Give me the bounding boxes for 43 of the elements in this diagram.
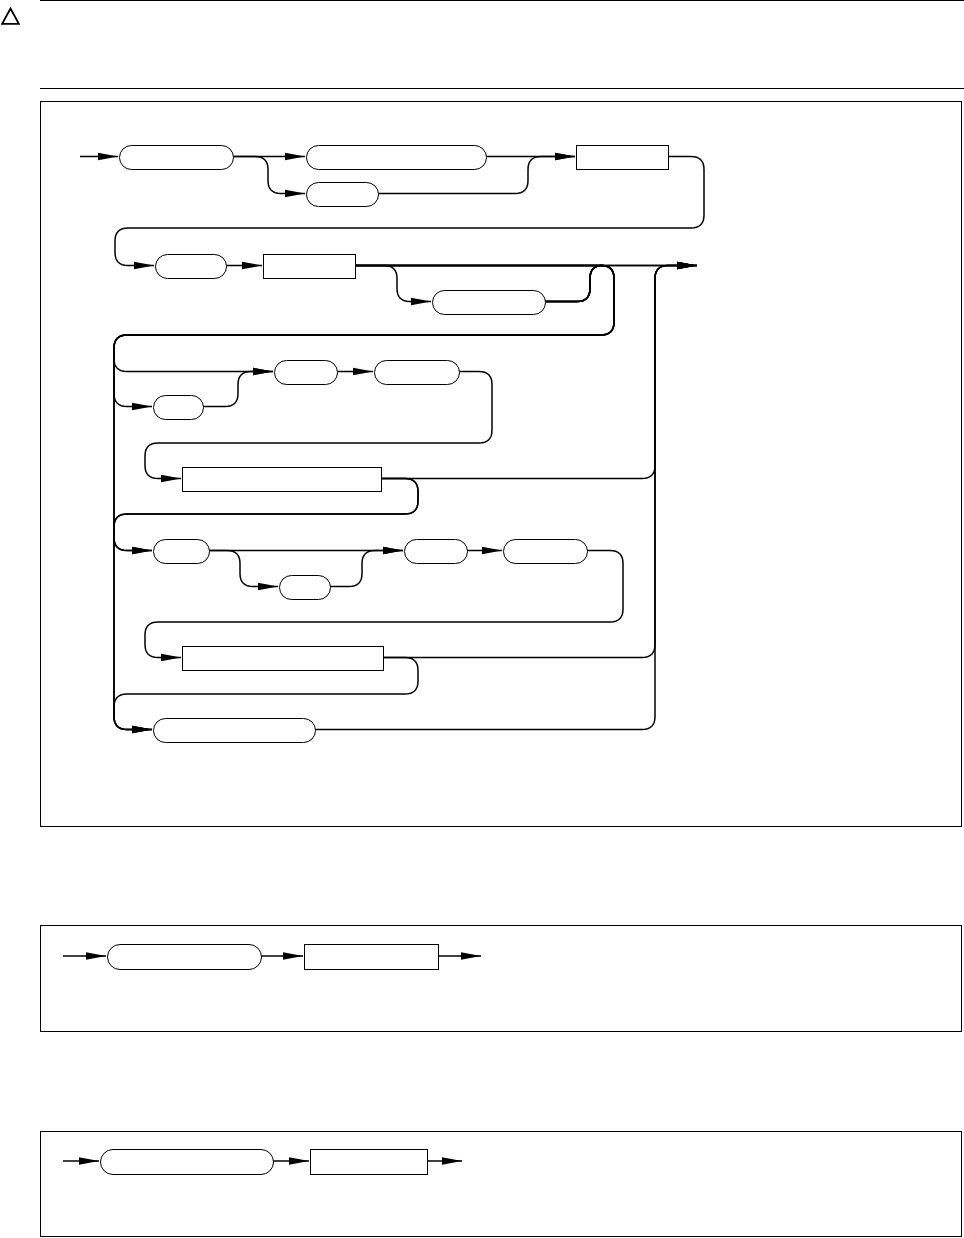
diagram-panel [40, 925, 962, 1032]
rounded-box [153, 395, 204, 420]
rounded-box [100, 1149, 274, 1175]
arrow [466, 546, 503, 555]
arrow [426, 1157, 463, 1165]
rounded-box [107, 944, 262, 970]
rounded-box [404, 539, 468, 564]
diagram-panel [40, 101, 962, 827]
rounded-box [503, 539, 588, 564]
arrow [336, 367, 374, 376]
rounded-box [306, 145, 487, 170]
rectangle-box [304, 944, 439, 970]
rounded-box [153, 539, 210, 564]
rectangle-box [182, 646, 384, 671]
arrow [272, 1157, 310, 1165]
rectangle-box [576, 145, 669, 170]
rectangle-box [263, 254, 356, 279]
rounded-box [119, 145, 234, 170]
rectangle-box [310, 1149, 428, 1175]
arrow [202, 367, 274, 408]
rounded-box [274, 360, 338, 385]
arrow [232, 155, 306, 198]
arrow [62, 952, 107, 960]
rectangle-box [182, 467, 382, 492]
rounded-box [374, 360, 460, 385]
rounded-box [306, 182, 379, 207]
arrow [377, 152, 576, 195]
rounded-box [432, 290, 546, 315]
arrow [79, 152, 119, 161]
arrow [437, 952, 482, 960]
arrow [225, 261, 263, 270]
arrow [260, 952, 304, 960]
rounded-box [153, 718, 316, 743]
arrow [314, 261, 698, 731]
arrow [329, 546, 404, 588]
rounded-box [155, 254, 227, 279]
diagram-panel [40, 1131, 962, 1237]
arrow [144, 549, 624, 662]
arrow [113, 656, 419, 734]
rounded-box [279, 575, 331, 600]
arrow [144, 370, 493, 483]
arrow [114, 155, 705, 270]
arrow [62, 1157, 100, 1165]
